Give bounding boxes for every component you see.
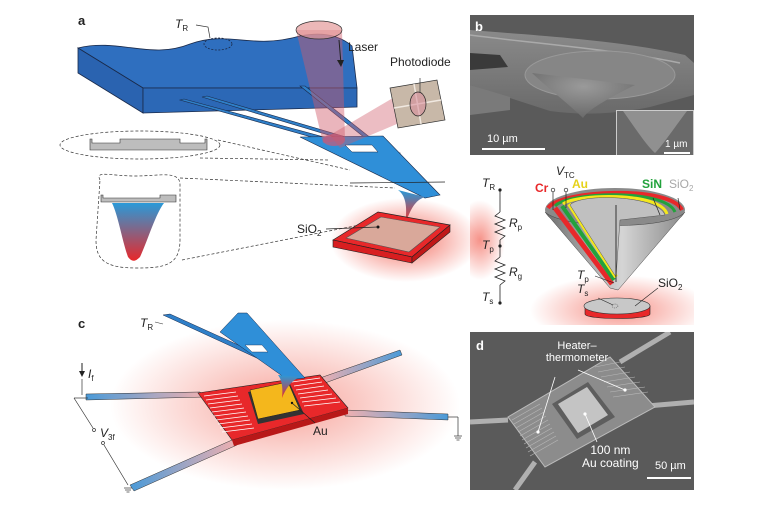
thermal-resistor-chain <box>493 188 507 305</box>
sem-bridge-drawing <box>470 332 694 490</box>
panel-letter-d: d <box>476 338 484 353</box>
panel-d-sem-image: d Heater– thermometer 100 nm Au coating … <box>470 332 694 490</box>
scale-bar-label-main: 10 µm <box>487 133 518 145</box>
inset-cantilever-section <box>59 130 221 160</box>
scale-bar-inset <box>664 152 690 154</box>
label-au-b: Au <box>572 177 588 191</box>
label-sio2-a: SiO2 <box>297 222 322 238</box>
label-laser: Laser <box>348 40 379 54</box>
label-au-c: Au <box>313 424 328 438</box>
label-tr-c: TR <box>140 316 154 332</box>
au-coating-line1: 100 nm <box>590 443 631 457</box>
au-coating-line2: Au coating <box>582 456 639 470</box>
scale-bar-label-inset: 1 µm <box>665 139 688 150</box>
laser-source <box>295 20 343 40</box>
label-ts-sample: Ts <box>577 282 589 298</box>
label-tp-b: Tp <box>482 238 494 254</box>
heated-sample <box>325 211 451 264</box>
photodiode-icon <box>389 78 446 129</box>
label-tr-a: TR <box>175 17 189 33</box>
tip-layers-schematic <box>470 187 694 325</box>
label-v3f: V3f <box>100 426 115 442</box>
label-cr: Cr <box>535 181 549 195</box>
label-au-coating: 100 nm Au coating <box>582 444 639 470</box>
chip-block-top <box>76 33 358 89</box>
label-sin: SiN <box>642 177 663 191</box>
label-sio2-layer: SiO2 <box>669 177 694 193</box>
panel-letter-b: b <box>475 19 483 34</box>
circuit-wiring <box>73 379 462 493</box>
heater-label-line2: thermometer <box>545 352 609 364</box>
label-rg: Rg <box>509 265 523 281</box>
heater-label-line1: Heater– <box>557 340 597 352</box>
panel-letter-c: c <box>78 316 86 331</box>
label-vtc: VTC <box>556 164 575 180</box>
panel-b-schematic: TR Rp Tp Rg Ts VTC Cr Au SiN SiO2 Tp Ts … <box>470 160 694 325</box>
panel-b-sem-image: b 10 µm 1 µm <box>470 15 694 155</box>
sem-cantilever-drawing <box>470 30 694 118</box>
label-rp: Rp <box>509 216 523 232</box>
panel-letter-a: a <box>78 13 86 28</box>
sem-au-pad <box>558 387 608 433</box>
label-sio2-sample: SiO2 <box>658 276 683 292</box>
tip-cone-cutaway <box>544 188 686 291</box>
label-photodiode: Photodiode <box>390 55 451 69</box>
heater-serpentine <box>203 377 341 433</box>
label-heater-thermometer: Heater– thermometer <box>542 340 612 364</box>
scale-bar-main <box>482 148 545 150</box>
sample-disk <box>583 275 659 319</box>
tr-region <box>203 37 233 51</box>
laser-beam <box>296 30 345 143</box>
scale-bar-d <box>647 477 691 479</box>
label-tp-tip: Tp <box>577 268 589 284</box>
inset-tip-section <box>95 173 181 269</box>
label-ts-b: Ts <box>482 290 494 306</box>
sem-inset <box>616 110 694 155</box>
scale-bar-label-d: 50 µm <box>655 460 686 472</box>
label-tr-b: TR <box>482 176 496 192</box>
label-if: If <box>88 367 94 383</box>
